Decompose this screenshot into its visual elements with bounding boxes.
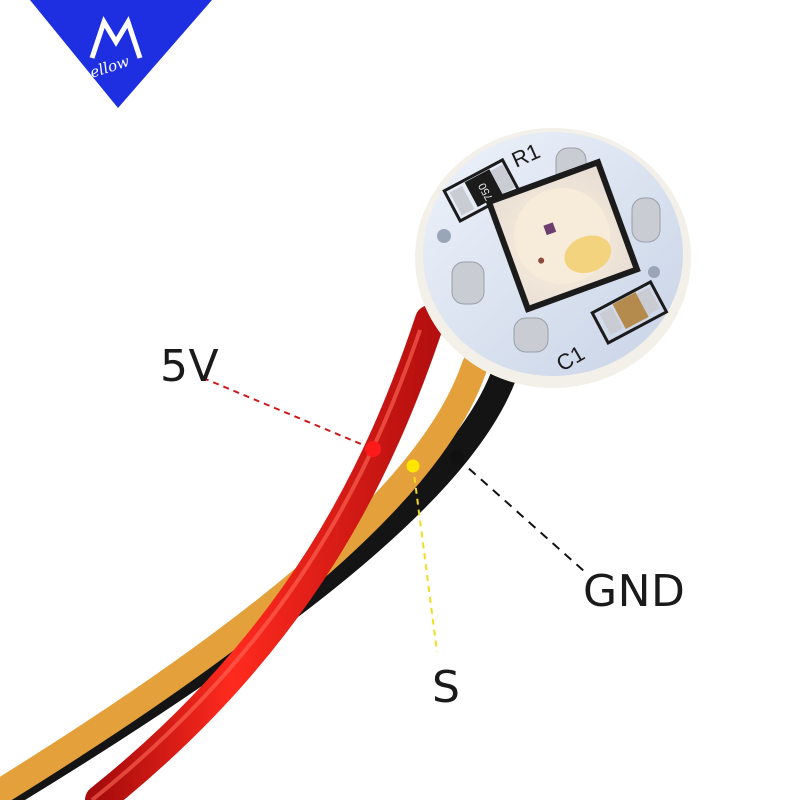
capacitor-c1 — [590, 279, 669, 345]
vcc-marker — [365, 441, 381, 457]
vcc-wire — [85, 305, 445, 800]
led-pcb: R1 C1 750 — [415, 128, 691, 388]
ground-leader — [456, 457, 586, 573]
ground-marker — [449, 450, 465, 466]
vcc-leader — [202, 377, 374, 450]
brand-logo — [30, 0, 212, 108]
signal-marker — [406, 459, 420, 473]
rgb-led-chip — [485, 158, 641, 313]
label-5v: 5V — [160, 341, 220, 392]
signal-leader — [412, 465, 438, 653]
label-gnd: GND — [583, 566, 686, 617]
wire-bundle — [0, 305, 518, 800]
label-s: S — [432, 662, 461, 713]
